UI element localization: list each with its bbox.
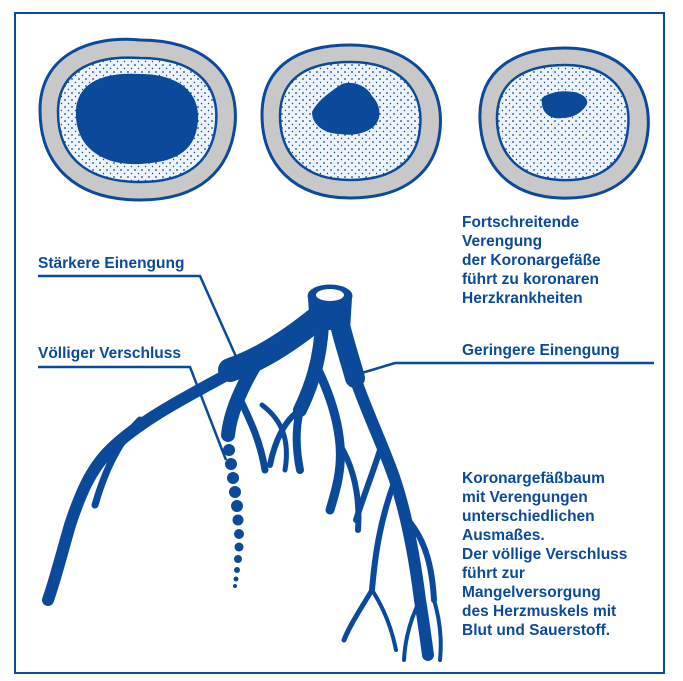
text-progression-line: Verengung [462, 232, 601, 251]
lumen-mild [76, 74, 198, 164]
label-geringere-einengung: Geringere Einengung [462, 341, 620, 360]
cross-section-stronger [262, 45, 440, 198]
label-voelliger-verschluss: Völliger Verschluss [38, 344, 181, 363]
text-tree-line: Der völlige Verschluss [462, 545, 627, 564]
cross-section-mild [40, 39, 235, 200]
coronary-tree [48, 285, 441, 660]
text-tree-line: des Herzmuskels mit [462, 602, 627, 621]
label-staerkere-einengung: Stärkere Einengung [38, 254, 184, 273]
text-tree-line: Koronargefäßbaum [462, 469, 627, 488]
text-tree-line: unterschiedlichen [462, 507, 627, 526]
text-progression: Fortschreitende Verengung der Koronargef… [462, 213, 601, 308]
text-progression-line: Herzkrankheiten [462, 289, 601, 308]
cross-section-severe [480, 48, 648, 198]
text-tree-line: Blut und Sauerstoff. [462, 621, 627, 640]
text-tree-line: mit Verengungen [462, 488, 627, 507]
text-progression-line: führt zu koronaren [462, 270, 601, 289]
text-tree-line: Ausmaßes. [462, 526, 627, 545]
text-tree-description: Koronargefäßbaum mit Verengungen untersc… [462, 469, 627, 640]
text-tree-line: Mangelversorgung [462, 583, 627, 602]
text-progression-line: Fortschreitende [462, 213, 601, 232]
text-progression-line: der Koronargefäße [462, 251, 601, 270]
text-tree-line: führt zur [462, 564, 627, 583]
